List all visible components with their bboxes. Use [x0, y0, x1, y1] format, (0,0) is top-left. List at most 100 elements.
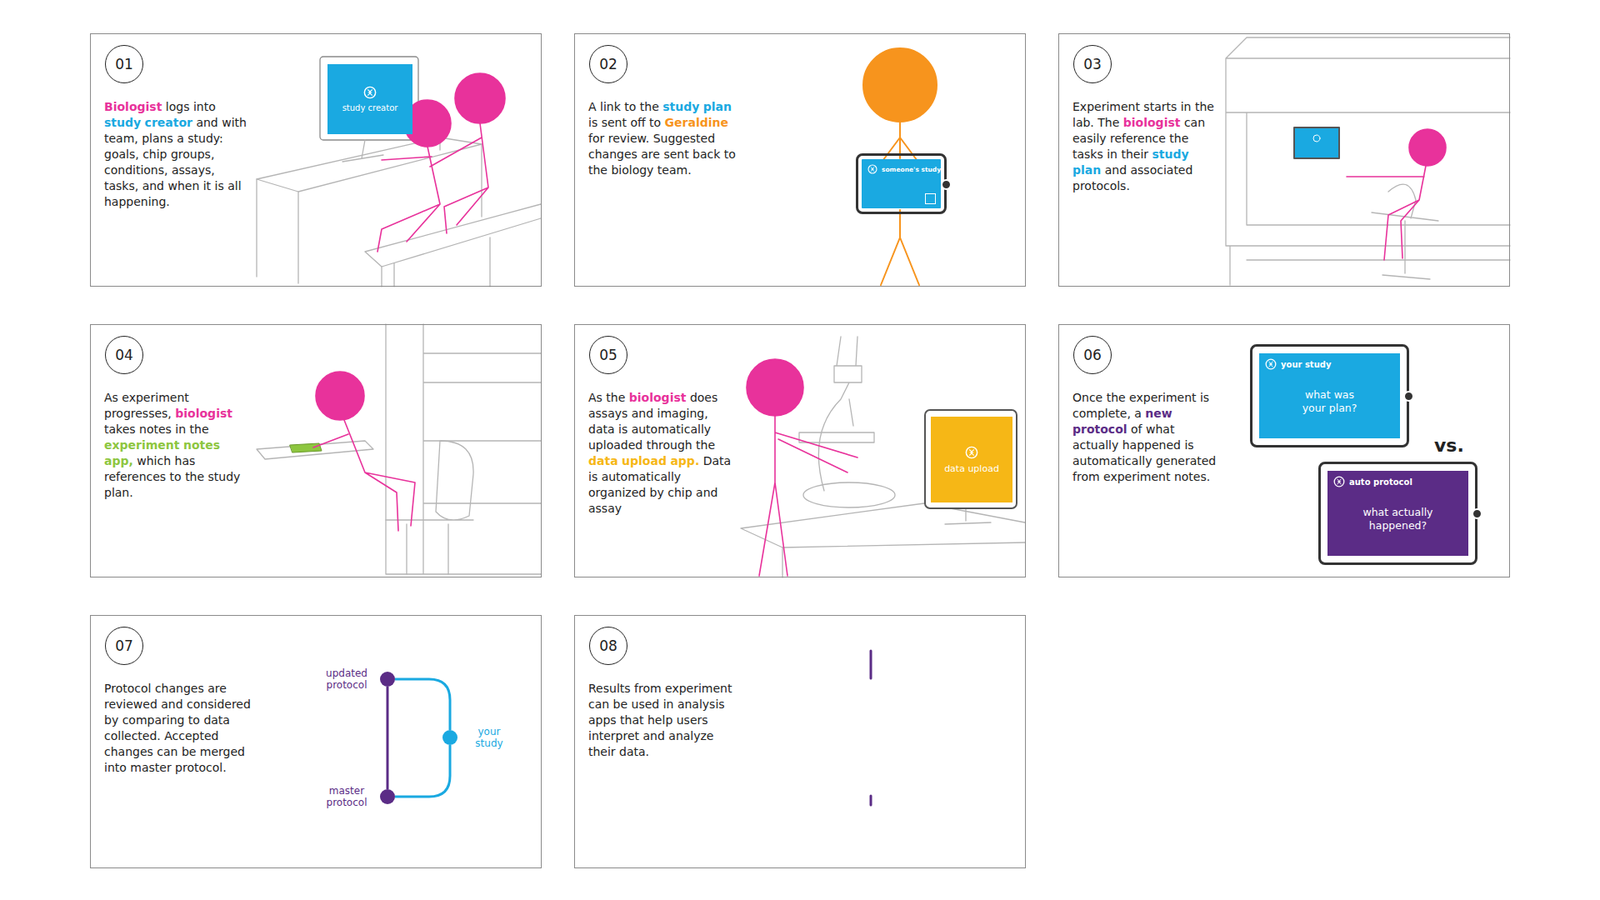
highlight-word: protocol [1072, 422, 1128, 436]
step-number: 08 [589, 626, 628, 665]
app-screen: study creator [327, 64, 413, 135]
highlight-word: plan [703, 100, 732, 114]
desk [342, 140, 384, 162]
highlight-word: study [1152, 147, 1190, 161]
highlight-word: biologist [175, 406, 233, 420]
app-logo [1265, 359, 1276, 370]
app-logo [965, 445, 979, 460]
tablet: someone's study [855, 153, 947, 215]
step-number: 04 [105, 335, 144, 375]
biologist [759, 415, 858, 576]
app-screen: data upload [930, 416, 1013, 503]
app-logo [1265, 358, 1277, 370]
home-button [940, 179, 952, 190]
highlight-word: data [588, 454, 619, 468]
panel-text: Protocol changes are reviewed and consid… [104, 680, 253, 776]
story-panel: Results from experiment can be used in a… [574, 615, 1026, 869]
master-line-ends [870, 650, 873, 805]
geraldine [863, 48, 937, 122]
story-panel: As experiment progresses, biologist take… [90, 324, 542, 578]
highlight-word: plan [1072, 163, 1101, 177]
desk-scene [256, 56, 541, 287]
notes-tablet [290, 443, 322, 453]
biologists [455, 73, 505, 124]
biologist [1409, 129, 1446, 166]
app-logo [1337, 479, 1342, 485]
app-logo [965, 446, 977, 458]
highlight-word: Biologist [104, 100, 162, 114]
notes-scene [256, 324, 541, 575]
story-panel: Biologist logs into study creator and wi… [90, 33, 542, 287]
bench-microscope [740, 503, 1025, 578]
highlight-word: study [662, 100, 700, 114]
home-button [1403, 390, 1415, 402]
lab-screen [1294, 127, 1340, 159]
branch-dot: updated protocol [380, 671, 395, 687]
app-logo [868, 165, 877, 174]
biologist [1346, 129, 1446, 260]
app-logo [367, 90, 373, 96]
story-panel: Protocol changes are reviewed and consid… [90, 615, 542, 869]
checkbox [925, 193, 936, 205]
highlight-word: biologist [629, 390, 687, 405]
highlight-word: app. [670, 454, 700, 468]
story-panel: Experiment starts in the lab. The biolog… [1058, 33, 1510, 287]
tablet-header: your study [1265, 358, 1395, 370]
tablet: your studywhat was your plan? [1250, 344, 1410, 448]
highlight-word: biologist [1123, 115, 1181, 130]
branch-line [395, 679, 450, 730]
step-number: 05 [589, 335, 628, 375]
step-number: 02 [589, 45, 628, 84]
bench-microscope [945, 509, 991, 525]
app-logo [1334, 476, 1345, 487]
story-panel: As the biologist does assays and imaging… [574, 324, 1026, 578]
app-logo [1333, 475, 1345, 488]
cabinets [256, 324, 541, 575]
biologist [746, 359, 804, 416]
desk [256, 137, 482, 284]
biologist [313, 420, 415, 531]
step-number: 01 [105, 45, 144, 84]
master-line-ends [870, 650, 873, 805]
lab-hood [1225, 37, 1510, 285]
imaging-scene [740, 336, 1025, 578]
panel-text: A link to the study plan is sent off to … [588, 99, 737, 179]
branch-label: your study [462, 725, 516, 750]
panel-text: As the biologist does assays and imaging… [588, 390, 737, 517]
step-number: 03 [1073, 45, 1112, 84]
tablet-screen: auto protocol what actually happened? [1327, 470, 1469, 556]
highlight-word: upload [621, 454, 667, 468]
branch-line [386, 686, 390, 790]
app-logo [364, 86, 375, 98]
callout-number: 07 [115, 637, 134, 655]
highlight-word: study [104, 115, 141, 130]
highlight-word: creator [145, 115, 193, 130]
tablet-title: your study [1280, 360, 1331, 370]
highlight-word: experiment [104, 438, 180, 452]
callout-number: 04 [115, 346, 134, 364]
branch-dot: your study [442, 730, 458, 745]
highlight-word: app, [104, 454, 134, 468]
tablet-title: auto protocol [1349, 477, 1413, 487]
callout-number: 06 [1083, 346, 1102, 364]
biologist [746, 359, 858, 576]
cabinets [385, 324, 541, 575]
bench-microscope [803, 482, 895, 508]
callout-number: 01 [115, 55, 134, 73]
tablet-body: what actually happened? [1360, 505, 1436, 532]
lab-hood [1371, 184, 1439, 280]
app-logo [867, 164, 878, 175]
branch-line [395, 745, 450, 797]
step-number: 06 [1073, 335, 1112, 375]
lab-hood-scene [1225, 37, 1510, 285]
biologist [315, 371, 365, 420]
vs-label: vs. [1434, 435, 1465, 456]
callout-number: 03 [1083, 55, 1102, 73]
step-number: 07 [105, 626, 144, 665]
monitor-bezel [925, 410, 1017, 509]
desk [256, 56, 541, 287]
app-logo [870, 166, 875, 171]
callout-number: 05 [599, 346, 618, 364]
